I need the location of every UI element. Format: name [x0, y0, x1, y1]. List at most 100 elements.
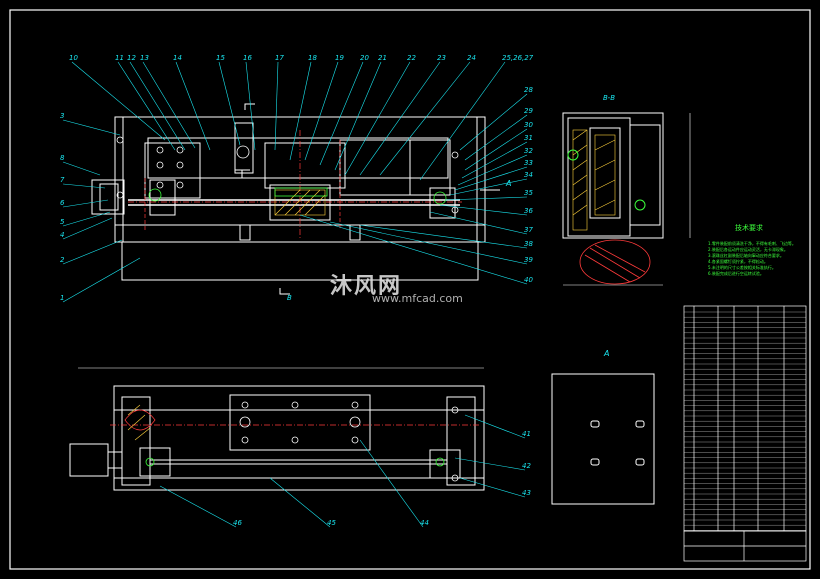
part-number-label: 44 — [420, 519, 429, 527]
part-number-label: 14 — [173, 54, 182, 62]
part-number-label: 37 — [524, 226, 533, 234]
leader-line — [359, 224, 528, 249]
section-bb-label: B-B — [603, 94, 615, 102]
front-view-green-parts — [148, 187, 447, 205]
part-number-label: 10 — [69, 54, 78, 62]
leader-line — [461, 141, 528, 179]
section-bb-motor — [579, 239, 651, 285]
leader-line — [159, 485, 237, 528]
leader-line — [359, 439, 424, 528]
leader-lines — [62, 61, 528, 528]
leader-line — [419, 61, 506, 181]
leader-line — [117, 61, 176, 151]
part-number-label: 13 — [140, 54, 149, 62]
leader-line — [457, 154, 528, 186]
leader-line — [304, 61, 339, 161]
mark-b-label: B — [287, 294, 292, 302]
leader-line — [62, 199, 109, 208]
part-number-label: 41 — [522, 430, 531, 438]
section-bb-green — [567, 149, 646, 211]
plan-view-holes — [239, 401, 459, 482]
leader-line — [269, 477, 331, 528]
part-number-label: 30 — [524, 121, 533, 129]
section-markers — [244, 103, 500, 295]
tech-requirement-line: 1.零件装配前须清洗干净，不得有毛刺、飞边等。 — [708, 241, 796, 246]
leader-line — [274, 61, 279, 151]
leader-line — [62, 161, 101, 176]
leader-line — [464, 114, 528, 161]
leader-line — [289, 61, 312, 161]
view-a-label: A — [603, 349, 609, 358]
tech-requirement-line: 2.装配后各运动件应运动灵活，无卡滞现象。 — [708, 247, 788, 252]
leader-line — [245, 61, 256, 151]
leader-line — [62, 217, 113, 240]
part-number-label: 18 — [308, 54, 317, 62]
leader-line — [299, 214, 528, 285]
part-number-label: 16 — [243, 54, 252, 62]
part-number-label: 29 — [524, 107, 533, 115]
front-view-holes — [116, 136, 459, 214]
view-a-plate — [551, 373, 655, 505]
leader-line — [175, 61, 211, 151]
part-number-label: 5 — [60, 218, 65, 226]
tech-requirement-line: 5.未注明的尺寸公差按相关标准执行。 — [708, 265, 776, 270]
part-number-label: 31 — [524, 134, 533, 142]
leader-line — [334, 61, 382, 171]
leader-line — [62, 239, 123, 265]
front-view-hatch — [274, 189, 326, 216]
plan-view-hatch — [127, 404, 151, 441]
leader-line — [459, 93, 528, 151]
plan-view — [69, 367, 485, 491]
tech-requirement-line: 6.装配完成后进行空运转试验。 — [708, 271, 764, 276]
front-view — [91, 116, 486, 281]
part-number-label: 7 — [60, 176, 65, 184]
part-number-label: 24 — [467, 54, 476, 62]
leader-line — [454, 457, 526, 471]
part-number-label: 40 — [524, 276, 533, 284]
part-number-label: 38 — [524, 240, 533, 248]
part-number-label: 28 — [524, 86, 533, 94]
leader-line — [62, 211, 111, 227]
leader-line — [129, 61, 186, 151]
leader-line — [444, 196, 528, 201]
part-number-label: 36 — [524, 207, 533, 215]
part-number-label: 1 — [60, 294, 64, 302]
leader-line — [464, 414, 526, 439]
parts-list-table — [683, 305, 807, 562]
part-number-label: 23 — [437, 54, 446, 62]
watermark-url: www.mfcad.com — [372, 292, 463, 305]
watermark-brand: 沐风网 — [330, 274, 403, 299]
front-view-hidden-lines — [128, 130, 462, 240]
leader-line — [454, 166, 528, 191]
plan-view-green — [145, 457, 445, 467]
part-number-label: 21 — [378, 54, 387, 62]
section-bb-hatch — [572, 129, 616, 231]
part-number-label: 35 — [524, 189, 533, 197]
tech-requirement-line: 3.滚珠丝杠副装配后轴向窜动应符合要求。 — [708, 253, 784, 258]
part-number-label: 15 — [216, 54, 225, 62]
leader-line — [359, 61, 441, 176]
part-number-label: 39 — [524, 256, 533, 264]
leader-line — [344, 61, 411, 176]
drawing-border — [9, 9, 811, 570]
leader-line — [319, 61, 364, 166]
tech-requirements-title: 技术要求 — [735, 224, 763, 232]
leader-line — [62, 183, 106, 189]
part-number-label: 19 — [335, 54, 344, 62]
section-bb-view — [562, 112, 691, 286]
leader-line — [62, 257, 141, 303]
leader-line — [464, 128, 528, 171]
leader-line — [142, 61, 196, 149]
part-number-label: 2 — [60, 256, 65, 264]
part-number-label: 32 — [524, 147, 533, 155]
part-number-label: 3 — [60, 112, 64, 120]
part-number-label: 46 — [233, 519, 242, 527]
part-number-label: 12 — [127, 54, 136, 62]
part-number-label: 17 — [275, 54, 284, 62]
view-a-marker: A — [505, 179, 511, 188]
leader-line — [429, 211, 528, 235]
leader-line — [62, 119, 121, 136]
leader-line — [459, 477, 526, 498]
